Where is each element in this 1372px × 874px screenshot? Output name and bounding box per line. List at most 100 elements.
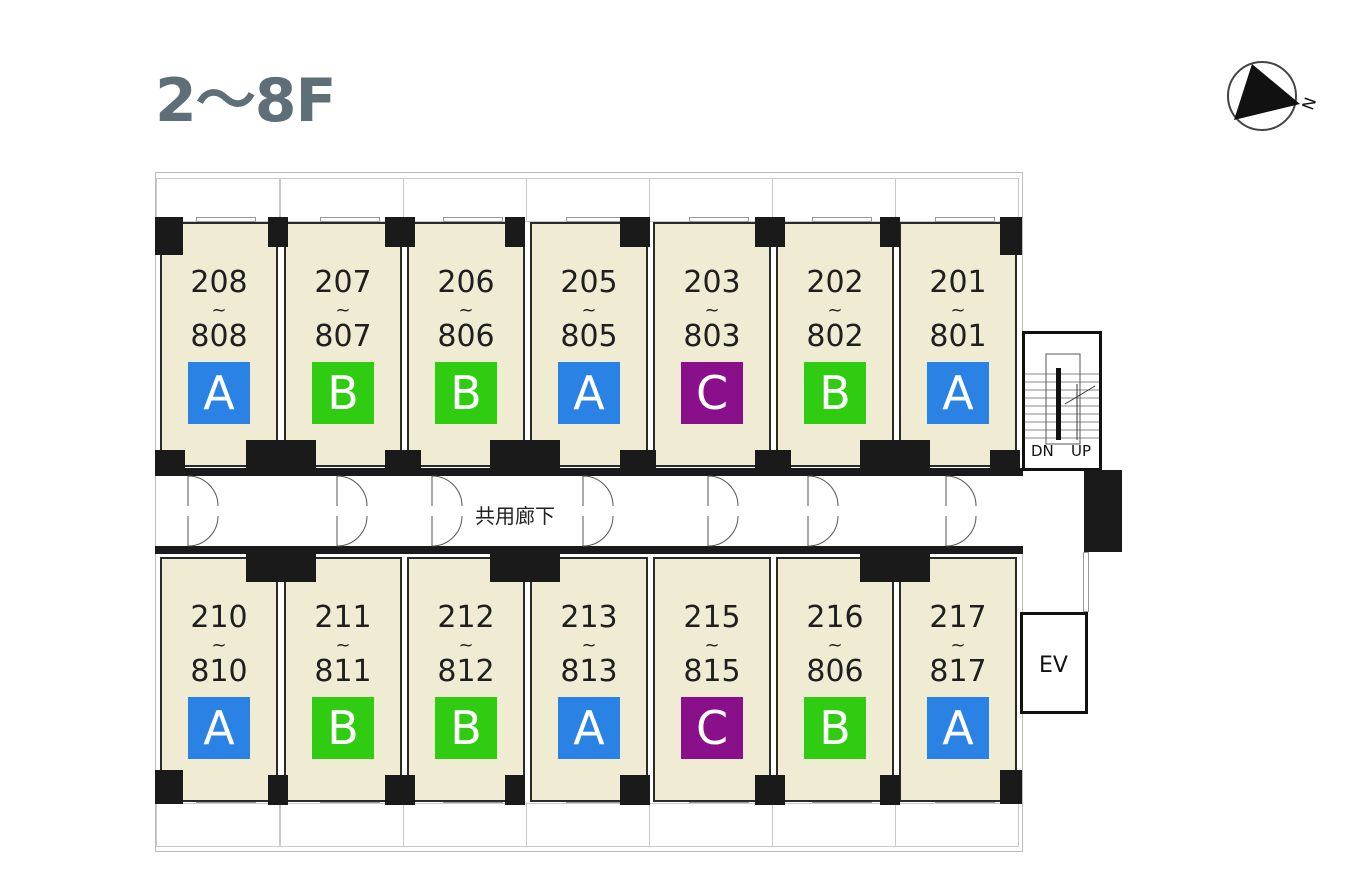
south-balcony: [649, 803, 773, 847]
unit-number-end: 806: [437, 319, 495, 354]
unit-number-end: 802: [806, 319, 864, 354]
unit-number-start: 206: [437, 265, 495, 300]
structural-pillar: [620, 217, 650, 247]
unit-range-tilde: ~: [950, 300, 966, 321]
structural-pillar: [155, 450, 185, 470]
structural-pillar: [620, 775, 650, 805]
structural-pillar: [880, 775, 900, 805]
structural-pillar: [880, 217, 900, 247]
window: [443, 217, 503, 222]
unit-number-end: 805: [560, 319, 618, 354]
unit-number-end: 815: [683, 654, 741, 689]
south-balcony: [280, 803, 404, 847]
unit-type-badge: B: [435, 697, 497, 759]
stairs-down-label: DN: [1031, 442, 1054, 460]
unit-number-end: 810: [190, 654, 248, 689]
unit-type-badge: A: [188, 362, 250, 424]
structural-pillar: [246, 552, 316, 582]
corridor-label: 共用廊下: [475, 504, 555, 528]
unit-number-end: 817: [929, 654, 987, 689]
unit-type-badge: B: [804, 362, 866, 424]
unit-range-tilde: ~: [211, 635, 227, 656]
door-swing: [582, 475, 614, 507]
unit-type-badge: A: [558, 362, 620, 424]
north-balcony: [772, 178, 896, 222]
unit-number-end: 807: [314, 319, 372, 354]
unit-range-tilde: ~: [827, 635, 843, 656]
unit-range-tilde: ~: [704, 300, 720, 321]
unit-type-badge: A: [927, 697, 989, 759]
window: [320, 217, 380, 222]
unit-type-badge: C: [681, 362, 743, 424]
unit-number-start: 211: [314, 600, 372, 635]
unit-type-badge: A: [188, 697, 250, 759]
structural-pillar: [990, 450, 1020, 470]
unit-type-badge: B: [435, 362, 497, 424]
compass: N: [1226, 60, 1326, 132]
unit-range-tilde: ~: [704, 635, 720, 656]
unit-range-tilde: ~: [335, 635, 351, 656]
door-swing: [807, 475, 839, 507]
unit-range-tilde: ~: [211, 300, 227, 321]
unit-number-start: 212: [437, 600, 495, 635]
south-balcony: [772, 803, 896, 847]
north-balcony: [156, 178, 280, 222]
unit-number-end: 806: [806, 654, 864, 689]
structural-pillar: [620, 450, 656, 470]
unit-range-tilde: ~: [950, 635, 966, 656]
south-balcony: [895, 803, 1019, 847]
unit-number-start: 210: [190, 600, 248, 635]
unit-number-end: 812: [437, 654, 495, 689]
structural-pillar: [505, 217, 525, 247]
stairs-icon: [1025, 353, 1099, 445]
unit-number-start: 207: [314, 265, 372, 300]
elevator-label: EV: [1039, 653, 1068, 678]
door-swing: [807, 515, 839, 547]
door-swing: [582, 515, 614, 547]
unit-number-end: 801: [929, 319, 987, 354]
unit-number-start: 215: [683, 600, 741, 635]
unit-type-badge: B: [312, 697, 374, 759]
unit-number-start: 201: [929, 265, 987, 300]
corridor: [160, 476, 1085, 546]
north-balcony: [526, 178, 650, 222]
unit-type-badge: A: [558, 697, 620, 759]
unit-range-tilde: ~: [581, 635, 597, 656]
window: [689, 217, 749, 222]
unit-type-badge: B: [312, 362, 374, 424]
window: [935, 217, 995, 222]
window: [196, 217, 256, 222]
unit-range-tilde: ~: [335, 300, 351, 321]
structural-pillar: [155, 217, 183, 255]
floor-title: 2～8F: [155, 66, 336, 136]
corridor-wall-south: [155, 546, 1023, 554]
structural-pillar: [490, 440, 560, 470]
structural-pillar: [755, 775, 785, 805]
door-swing: [431, 515, 463, 547]
door-swing: [336, 515, 368, 547]
south-balcony: [403, 803, 527, 847]
unit-number-start: 205: [560, 265, 618, 300]
unit-number-start: 202: [806, 265, 864, 300]
structural-pillar: [490, 552, 560, 582]
door-swing: [431, 475, 463, 507]
unit-number-start: 217: [929, 600, 987, 635]
unit-type-badge: A: [927, 362, 989, 424]
unit-range-tilde: ~: [827, 300, 843, 321]
stairs-up-label: UP: [1071, 442, 1092, 460]
